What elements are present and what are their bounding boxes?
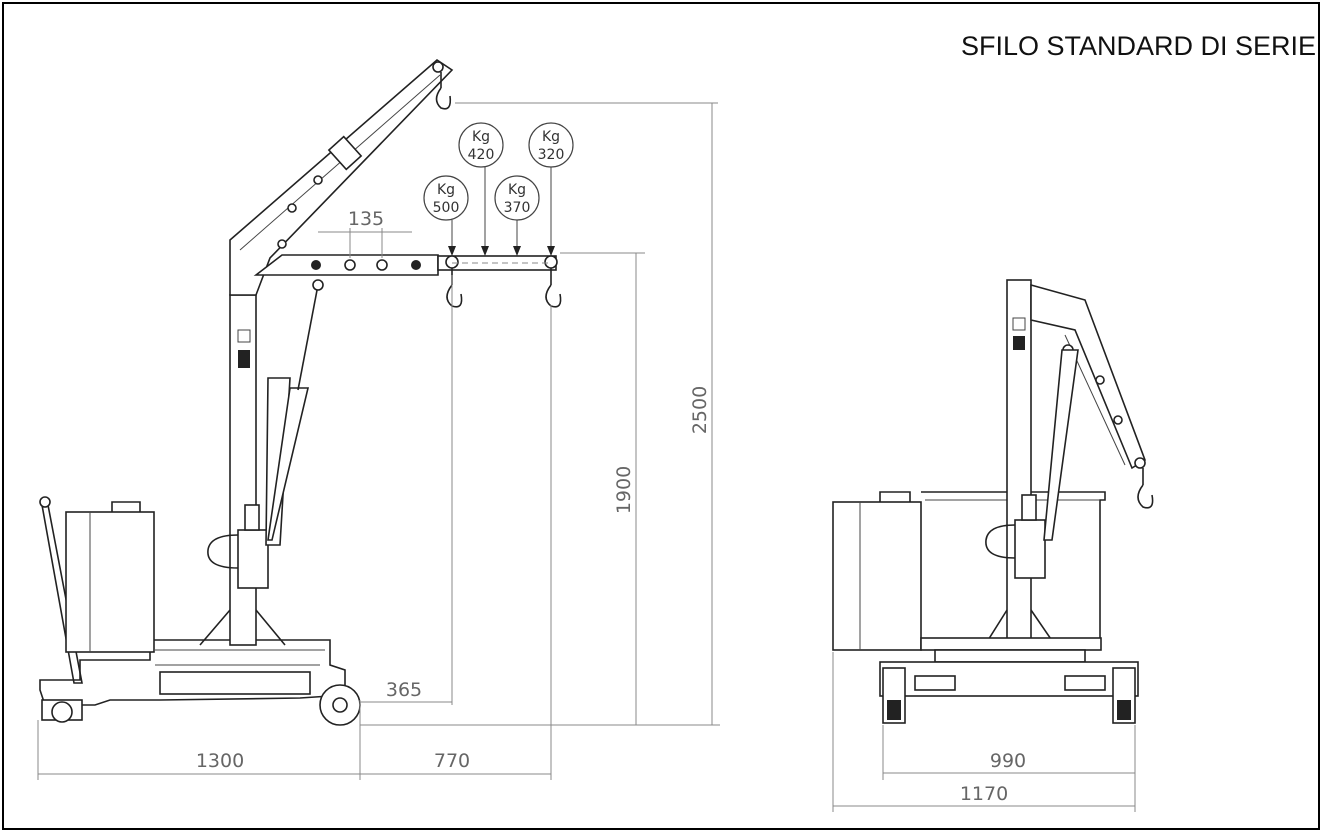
front-pump-unit xyxy=(1014,519,1046,579)
svg-text:Kg: Kg xyxy=(472,129,490,145)
dim-inner-width: 990 xyxy=(990,750,1026,772)
load-bubble-420: Kg 420 xyxy=(458,122,504,256)
load-bubble-320: Kg 320 xyxy=(528,122,574,256)
top-hook-icon xyxy=(435,87,452,110)
svg-text:Kg: Kg xyxy=(437,182,455,198)
front-mast xyxy=(1006,279,1032,646)
svg-text:500: 500 xyxy=(433,200,460,216)
beam-hook-slots xyxy=(311,259,421,271)
dim-reach: 770 xyxy=(434,750,470,772)
inclined-jib xyxy=(229,58,454,296)
pump-unit xyxy=(237,529,269,589)
drawing-title: SFILO STANDARD DI SERIE xyxy=(961,31,1316,61)
front-battery-box xyxy=(832,501,922,651)
crane-front-view xyxy=(832,279,1154,724)
folded-jib xyxy=(1030,283,1146,470)
dimension-lines-side: 135 365 1300 770 1900 2500 xyxy=(37,102,720,780)
mast xyxy=(229,294,257,646)
battery-box xyxy=(65,511,155,653)
load-bubble-500: Kg 500 xyxy=(423,175,469,256)
hydraulic-cylinder xyxy=(265,377,291,546)
hook-320-icon xyxy=(544,255,562,308)
svg-text:420: 420 xyxy=(468,147,495,163)
dim-max-height: 2500 xyxy=(689,386,711,434)
svg-text:Kg: Kg xyxy=(542,129,560,145)
dim-hook-height: 1900 xyxy=(613,466,635,514)
svg-text:370: 370 xyxy=(504,200,531,216)
dim-offset: 365 xyxy=(386,679,422,701)
front-hook-icon xyxy=(1137,468,1154,509)
load-bubbles: Kg 500 Kg 420 Kg 370 Kg 320 xyxy=(423,122,574,256)
dim-step: 135 xyxy=(348,208,384,230)
crane-side-view xyxy=(39,58,562,726)
svg-text:320: 320 xyxy=(538,147,565,163)
dim-outer-width: 1170 xyxy=(960,783,1008,805)
dimension-lines-front: 990 1170 xyxy=(832,652,1136,812)
dim-base-length: 1300 xyxy=(196,750,244,772)
rear-wheel xyxy=(319,684,361,726)
front-wheel xyxy=(51,701,73,723)
load-bubble-370: Kg 370 xyxy=(494,175,540,256)
svg-text:Kg: Kg xyxy=(508,182,526,198)
